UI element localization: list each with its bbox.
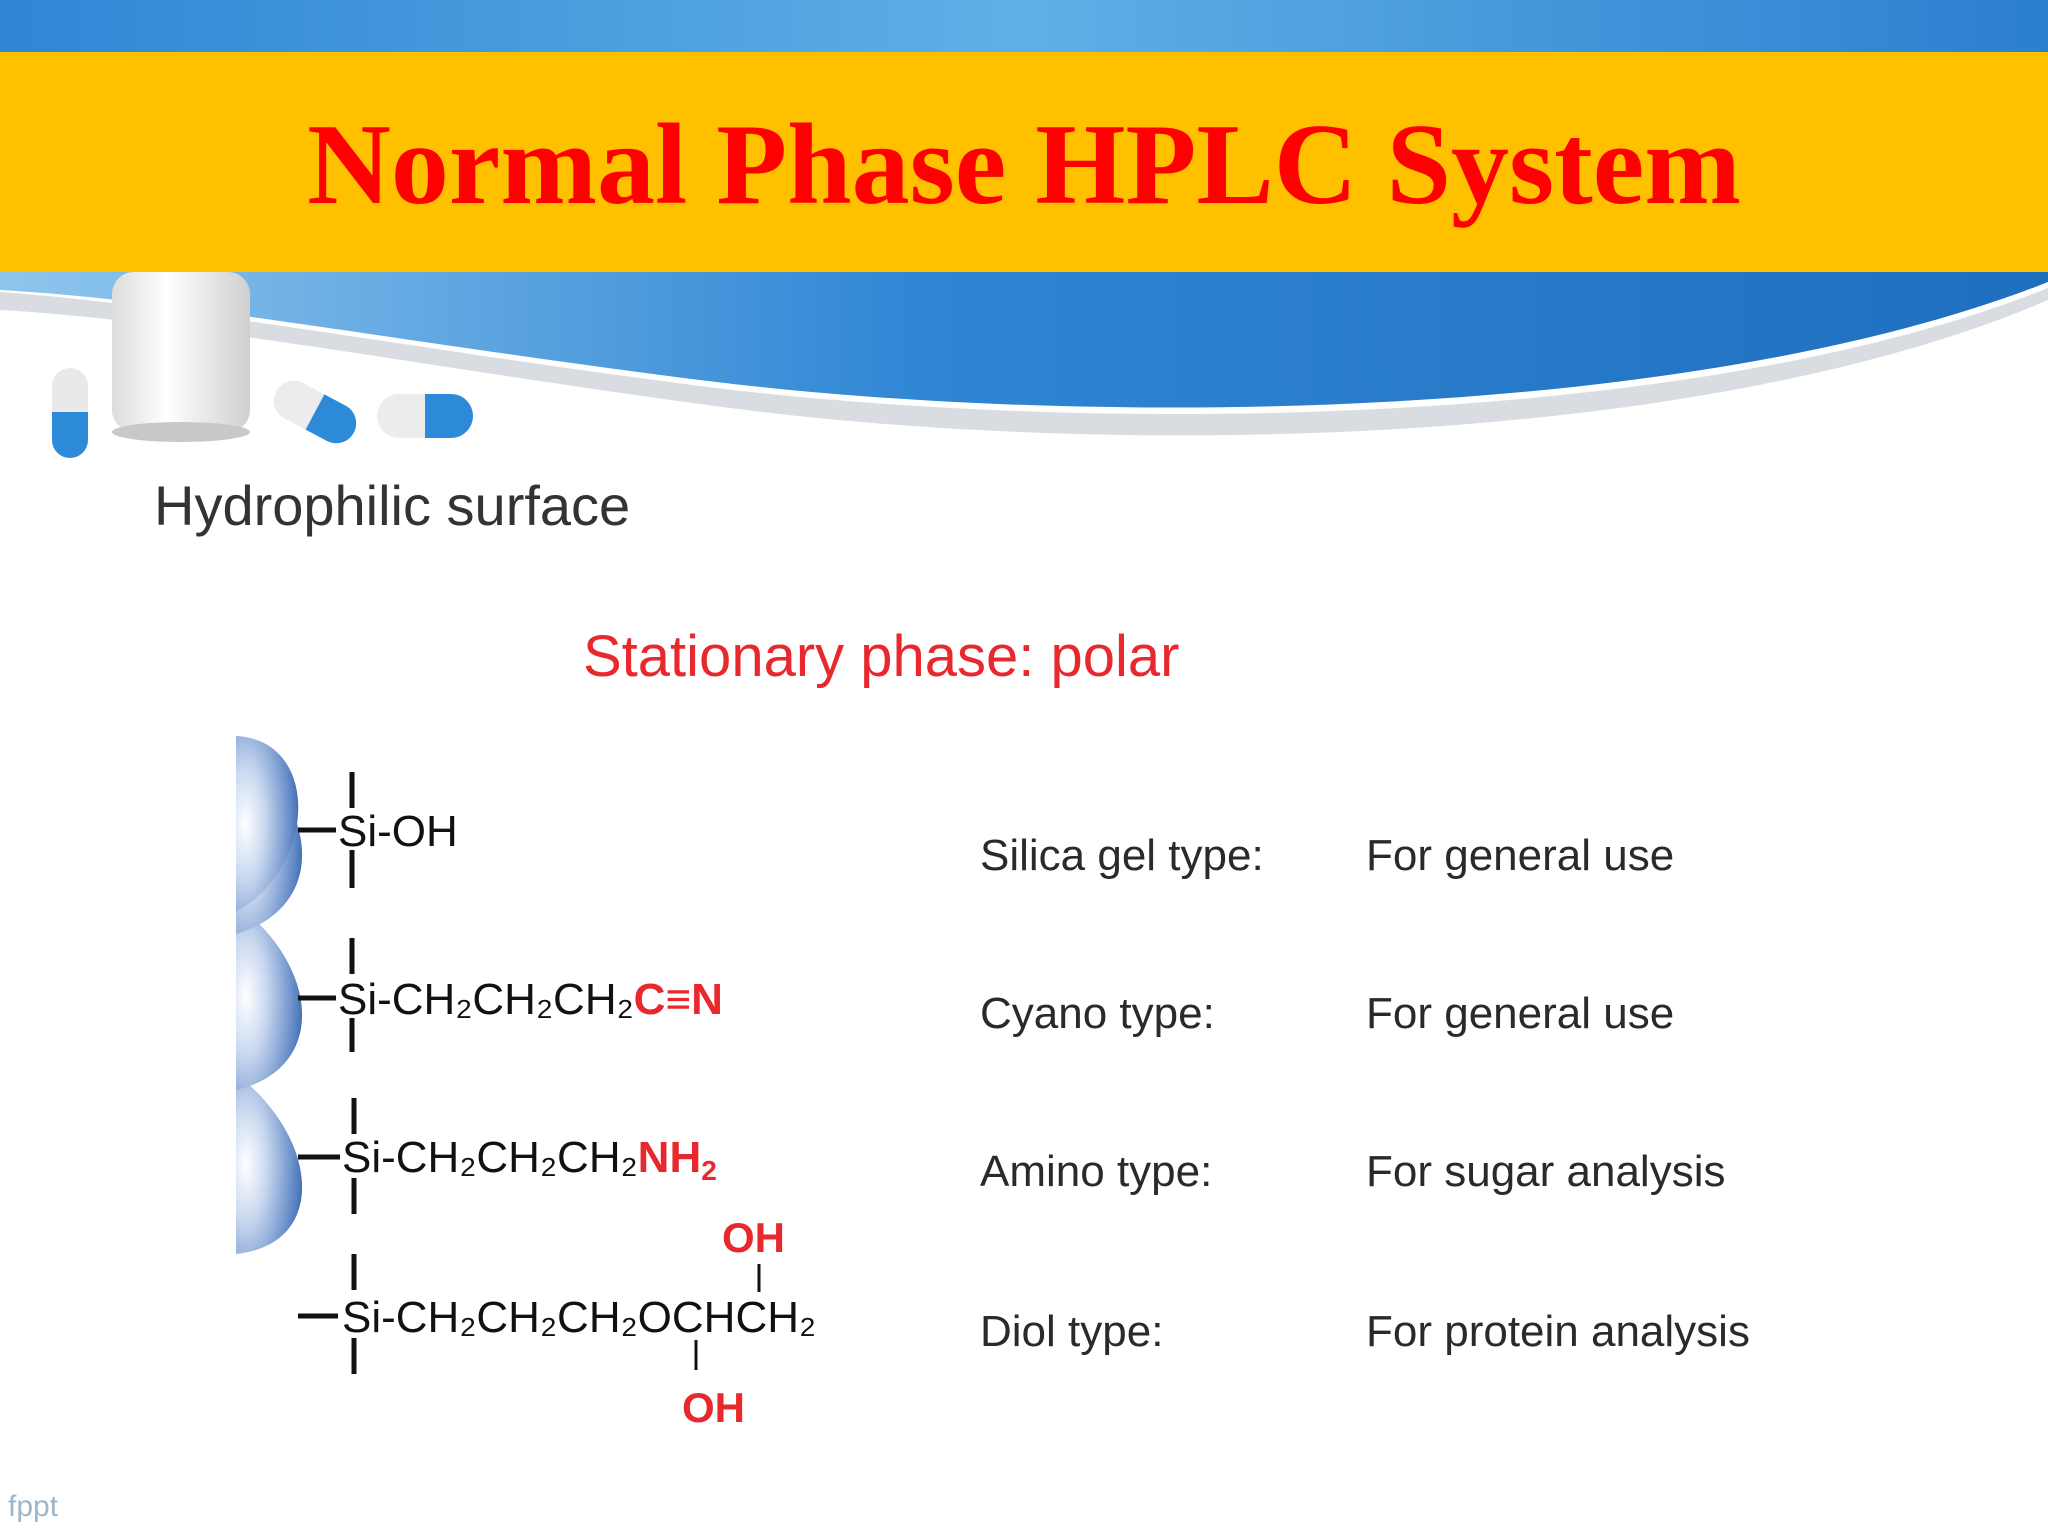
row-type-diol: Diol type:	[980, 1307, 1164, 1356]
silica-bead	[236, 736, 299, 912]
row-type-cyano: Cyano type:	[980, 989, 1215, 1038]
row-type-silica: Silica gel type:	[980, 831, 1264, 880]
silica-bead	[236, 1074, 303, 1254]
wave-shadow	[0, 288, 2048, 436]
row-use-amino: For sugar analysis	[1366, 1147, 1726, 1196]
row-use-cyano: For general use	[1366, 989, 1675, 1038]
formula-silica: Si-OH	[338, 807, 458, 856]
formula-cyano-highlight: C≡N	[634, 975, 723, 1024]
blue-wave	[0, 270, 2048, 408]
row-use-silica: For general use	[1366, 831, 1675, 880]
formula-diol-top-oh: OH	[722, 1214, 785, 1261]
formula-cyano: Si-CH₂CH₂CH₂C≡N	[338, 975, 723, 1024]
bond-lines	[298, 772, 761, 1374]
pill-icon	[377, 394, 473, 438]
row-type-amino: Amino type:	[980, 1147, 1213, 1196]
watermark: fppt	[8, 1490, 59, 1523]
formula-amino-subscript: 2	[701, 1155, 717, 1186]
page-title: Normal Phase HPLC System	[307, 101, 1741, 229]
formula-diol: Si-CH₂CH₂CH₂OCHCH₂	[342, 1293, 816, 1342]
silica-bead	[236, 904, 303, 1090]
stationary-phase-heading: Stationary phase: polar	[583, 624, 1180, 689]
top-sky-band	[0, 0, 2048, 60]
title-banner: Normal Phase HPLC System	[0, 52, 2048, 272]
row-use-diol: For protein analysis	[1366, 1307, 1750, 1356]
capsule-icon	[52, 368, 88, 458]
formula-diol-bottom-oh: OH	[682, 1384, 745, 1431]
formula-amino: Si-CH₂CH₂CH₂NH2	[342, 1133, 717, 1186]
pill-icon	[273, 380, 357, 444]
subtitle: Hydrophilic surface	[154, 474, 631, 537]
bottle-icon	[112, 272, 250, 442]
formula-amino-highlight: NH	[638, 1133, 702, 1182]
